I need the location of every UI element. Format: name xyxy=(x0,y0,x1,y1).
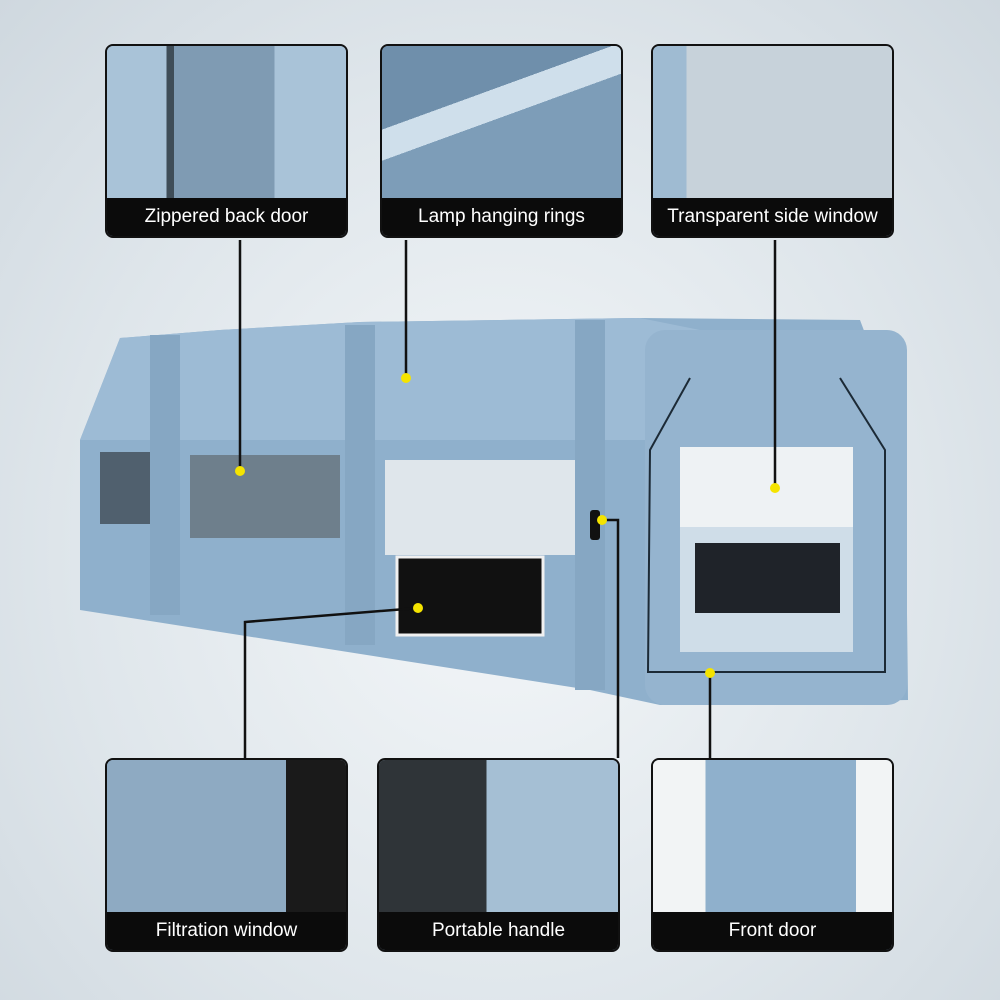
marker-dot xyxy=(705,668,715,678)
side-window-1 xyxy=(100,452,152,524)
callout-label: Front door xyxy=(653,912,892,950)
callout-label: Lamp hanging rings xyxy=(382,198,621,236)
marker-dot xyxy=(401,373,411,383)
front-door-outline xyxy=(646,377,886,673)
handle-photo xyxy=(379,760,618,912)
side-window-photo xyxy=(653,46,892,198)
handle xyxy=(590,510,600,540)
marker-dot xyxy=(597,515,607,525)
tent-rib xyxy=(150,335,180,615)
marker-dot xyxy=(235,466,245,476)
marker-dot xyxy=(770,483,780,493)
marker-dot xyxy=(413,603,423,613)
lamp-rings-photo xyxy=(382,46,621,198)
front-mesh xyxy=(695,543,840,613)
callout-card-zippered-back-door: Zippered back door xyxy=(105,44,348,238)
callout-card-lamp-hanging-rings: Lamp hanging rings xyxy=(380,44,623,238)
tent-rib xyxy=(345,325,375,645)
callout-card-transparent-side-window: Transparent side window xyxy=(651,44,894,238)
callout-label: Transparent side window xyxy=(653,198,892,236)
filtration-panel xyxy=(395,555,545,637)
back-door-photo xyxy=(107,46,346,198)
callout-label: Portable handle xyxy=(379,912,618,950)
filtration-window-photo xyxy=(107,760,346,912)
callout-card-filtration-window: Filtration window xyxy=(105,758,348,952)
connector-line xyxy=(243,606,419,758)
side-window-2 xyxy=(190,455,340,538)
connector-line xyxy=(602,518,620,758)
callout-label: Zippered back door xyxy=(107,198,346,236)
front-door-photo xyxy=(653,760,892,912)
callout-label: Filtration window xyxy=(107,912,346,950)
front-window-clear xyxy=(680,447,853,527)
tent-rib xyxy=(575,320,605,690)
callout-card-portable-handle: Portable handle xyxy=(377,758,620,952)
tent-roof-highlight xyxy=(80,318,700,440)
callout-card-front-door: Front door xyxy=(651,758,894,952)
side-window-3 xyxy=(385,460,575,555)
